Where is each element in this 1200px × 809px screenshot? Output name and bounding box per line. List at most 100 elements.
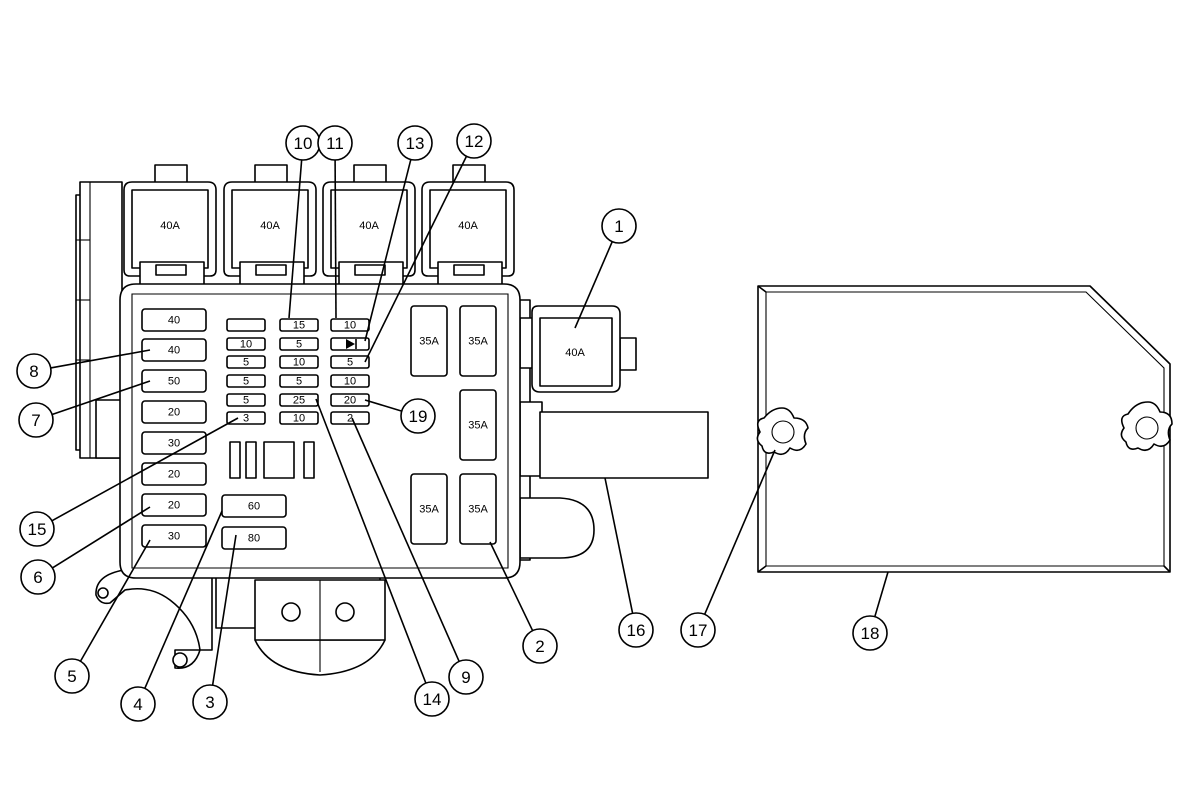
mini-col-c-1-label: 10 <box>344 320 356 332</box>
cartridge-fuse-1-label: 35A <box>419 336 439 348</box>
left-fuse-6-label: 20 <box>168 469 180 481</box>
callout-14-number: 14 <box>423 690 442 709</box>
maxi-fuse-right-label: 40A <box>565 347 585 359</box>
callout-12: 12 <box>364 123 492 363</box>
callout-13-circle <box>397 125 433 161</box>
side-bracket <box>75 181 123 459</box>
callout-1-number: 1 <box>614 217 623 236</box>
mini-col-a-6-label: 3 <box>243 413 249 425</box>
callout-14: 14 <box>315 398 450 717</box>
callout-19-leader <box>364 399 402 412</box>
callout-2-number: 2 <box>535 637 544 656</box>
callout-17-number: 17 <box>689 621 708 640</box>
cartridge-fuse-4: 35A <box>410 473 448 545</box>
callout-17-circle <box>680 612 716 648</box>
mounting-tabs <box>95 569 386 676</box>
callout-11-number: 11 <box>326 134 344 153</box>
maxi-housing-1 <box>123 164 217 291</box>
callout-3-circle <box>192 684 228 720</box>
callout-19: 19 <box>364 398 436 434</box>
left-fuse-3: 50 <box>141 369 207 393</box>
fuse-box-cover <box>756 285 1173 573</box>
callout-15: 15 <box>19 417 239 547</box>
callout-11: 11 <box>317 125 353 319</box>
mini-col-b-2: 5 <box>279 337 319 351</box>
callout-6: 6 <box>20 506 151 595</box>
mini-col-c-3: 5 <box>330 355 370 369</box>
callout-8-circle <box>16 353 52 389</box>
mini-col-b-1-label: 15 <box>293 320 305 332</box>
callout-7-number: 7 <box>31 411 40 430</box>
cover-clip-right <box>1120 401 1173 452</box>
maxi-housing-2 <box>223 164 317 291</box>
large-fuse-1-label: 60 <box>248 501 260 513</box>
callout-8: 8 <box>16 349 151 389</box>
callout-11-circle <box>317 125 353 161</box>
cartridge-fuse-2-label: 35A <box>468 336 488 348</box>
callout-1: 1 <box>574 208 637 329</box>
callout-16-number: 16 <box>627 621 646 640</box>
relay-slots <box>229 441 315 479</box>
callout-12-circle <box>456 123 492 159</box>
maxi-fuse-3-label: 40A <box>359 220 379 232</box>
mini-col-b-4-label: 5 <box>296 376 302 388</box>
left-fuse-2: 40 <box>141 338 207 362</box>
left-fuse-1: 40 <box>141 308 207 332</box>
callout-5-number: 5 <box>67 667 76 686</box>
callout-18: 18 <box>852 571 889 651</box>
mini-col-b-4: 5 <box>279 374 319 388</box>
callout-10: 10 <box>285 125 321 319</box>
callout-8-number: 8 <box>29 362 38 381</box>
callout-14-circle <box>414 681 450 717</box>
callout-4-number: 4 <box>133 695 142 714</box>
mini-col-b-3-label: 10 <box>293 357 305 369</box>
mini-col-c-1: 10 <box>330 318 370 332</box>
callout-14-leader <box>315 398 427 684</box>
callout-17-leader <box>703 449 776 615</box>
callout-7-circle <box>18 402 54 438</box>
mini-col-b-1: 15 <box>279 318 319 332</box>
callout-6-leader <box>51 506 151 569</box>
left-fuse-1-label: 40 <box>168 315 180 327</box>
callout-6-number: 6 <box>33 568 42 587</box>
cartridge-fuse-5-label: 35A <box>468 504 488 516</box>
callout-11-leader <box>334 159 337 319</box>
left-fuse-5-label: 30 <box>168 438 180 450</box>
mini-col-c-5-label: 20 <box>344 395 356 407</box>
mini-col-c-4-label: 10 <box>344 376 356 388</box>
left-fuse-2-label: 40 <box>168 345 180 357</box>
mini-col-a-3-label: 5 <box>243 357 249 369</box>
cover-clip-left <box>756 407 809 456</box>
mini-col-a-4-label: 5 <box>243 376 249 388</box>
callout-8-leader <box>50 349 151 369</box>
callout-13-number: 13 <box>406 134 425 153</box>
callout-6-circle <box>20 559 56 595</box>
callout-19-number: 19 <box>409 407 428 426</box>
callout-2: 2 <box>489 541 558 664</box>
callout-17: 17 <box>680 449 776 648</box>
callout-5: 5 <box>54 539 151 694</box>
callout-5-leader <box>79 539 151 662</box>
left-fuse-8: 30 <box>141 524 207 548</box>
mini-col-b-3: 10 <box>279 355 319 369</box>
large-fuse-2: 80 <box>221 526 287 550</box>
callout-15-number: 15 <box>28 520 47 539</box>
callout-5-circle <box>54 658 90 694</box>
diode-icon <box>346 339 355 349</box>
mini-col-c-6-label: 2 <box>347 413 353 425</box>
left-fuse-7-label: 20 <box>168 500 180 512</box>
side-connector <box>515 299 709 561</box>
callout-4: 4 <box>120 510 223 722</box>
callout-1-circle <box>601 208 637 244</box>
right-maxi-housing <box>531 305 637 393</box>
mini-col-b-6-label: 10 <box>293 413 305 425</box>
callout-7: 7 <box>18 380 151 438</box>
callout-4-leader <box>144 510 223 689</box>
left-fuse-7: 20 <box>141 493 207 517</box>
cartridge-fuse-4-label: 35A <box>419 504 439 516</box>
cartridge-fuse-2: 35A <box>459 305 497 377</box>
callout-15-circle <box>19 511 55 547</box>
cartridge-fuse-3-label: 35A <box>468 420 488 432</box>
